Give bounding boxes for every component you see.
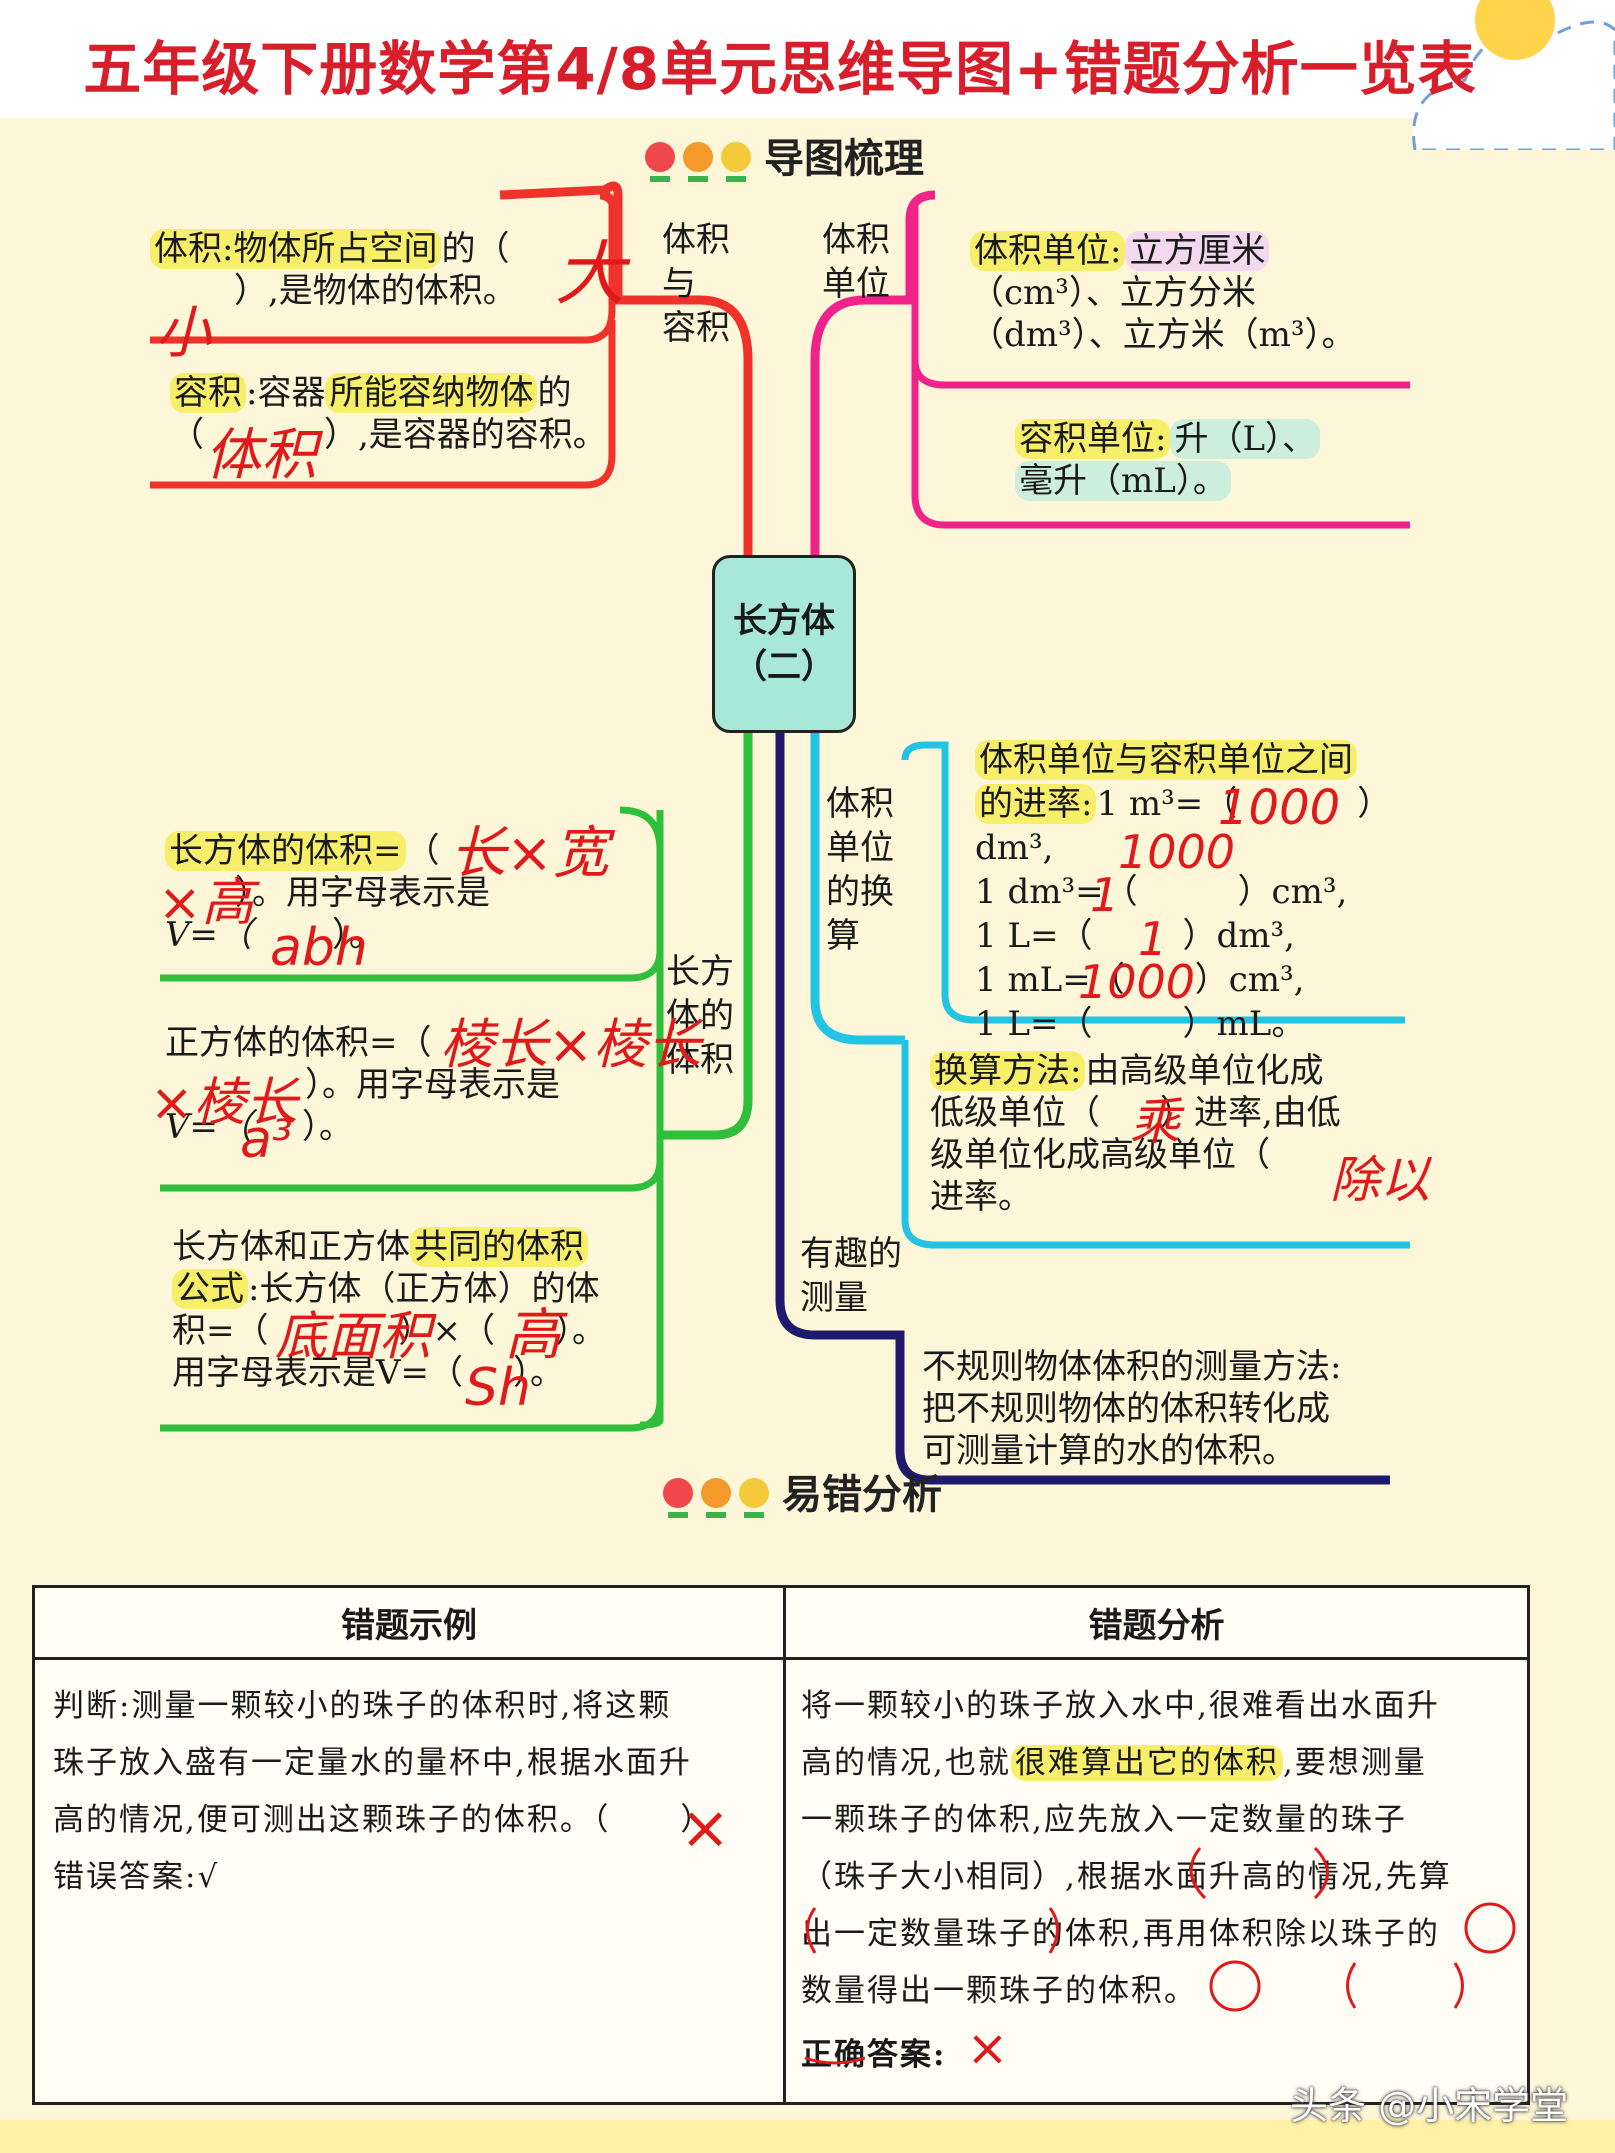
- center-subtitle: （二）: [733, 647, 835, 687]
- branch-label-formulas: 长方 体的 体积: [666, 952, 734, 1080]
- handwritten-answer: 1: [1138, 912, 1168, 966]
- section-heading-mindmap: 导图梳理: [640, 126, 924, 184]
- capacity-definition: 容积:容器所能容纳物体的 （）,是容器的容积。: [170, 373, 607, 455]
- handwritten-mark: ×: [966, 2019, 1011, 2077]
- table-cell-example: 判断:测量一颗较小的珠子的体积时,将这颗 珠子放入盛有一定量水的量杯中,根据水面…: [53, 1688, 714, 1895]
- section-title: 易错分析: [782, 1472, 942, 1518]
- branch-cyan: [810, 727, 905, 1045]
- handwritten-answer: 棱长×棱长: [440, 1013, 702, 1076]
- handwritten-answer: 长×宽: [450, 821, 609, 886]
- table-divider: [783, 1588, 786, 2102]
- unit-conversion-rates: 体积单位与容积单位之间 的进率:1 m³=（）dm³, 1 dm³=（）cm³,…: [975, 740, 1392, 1044]
- section-title: 导图梳理: [764, 136, 924, 182]
- cuboid-volume-formula: 长方体的体积=（ ）。用字母表示是 V=（）。: [165, 831, 490, 955]
- center-title: 长方体: [733, 601, 835, 641]
- volume-units: 体积单位:立方厘米 （cm³）、立方分米 （dm³）、立方米（m³）。: [970, 231, 1356, 355]
- handwritten-answer: 小: [155, 301, 211, 366]
- handwritten-answer: a³: [240, 1110, 293, 1170]
- flowers-icon: [663, 1478, 769, 1518]
- table-header-analysis: 错题分析: [783, 1588, 1530, 1660]
- flowers-icon: [645, 142, 751, 182]
- branch-pink: [810, 190, 936, 555]
- branch-navy: [775, 727, 1390, 1485]
- handwritten-answer: ×棱长: [150, 1073, 298, 1133]
- handwritten-answer: 1000: [1078, 955, 1196, 1009]
- conversion-method: 换算方法:由高级单位化成 低级单位（）进率,由低 级单位化成高级单位（ 进率。: [930, 1051, 1341, 1217]
- measure-method: 不规则物体体积的测量方法: 把不规则物体的体积转化成 可测量计算的水的体积。: [922, 1347, 1342, 1471]
- table-header-example: 错题示例: [35, 1588, 783, 1660]
- cube-volume-formula: 正方体的体积=（ ）。用字母表示是 V=（）。: [165, 1023, 560, 1147]
- page-title: 五年级下册数学第4/8单元思维导图+错题分析一览表: [83, 35, 1477, 103]
- handwritten-answer: 1000: [1118, 825, 1236, 879]
- cloud-decoration-icon: [1412, 0, 1615, 150]
- title-bar: [0, 0, 1615, 118]
- branch-label-measure: 有趣的 测量: [800, 1234, 902, 1318]
- section-heading-errors: 易错分析: [658, 1462, 942, 1520]
- handwritten-answer: 除以: [1330, 1151, 1430, 1209]
- handwritten-answer: ×高: [158, 873, 254, 933]
- handwritten-answer: 体积: [205, 423, 317, 488]
- watermark: 头条 @小宋学堂: [1290, 2084, 1569, 2128]
- handwritten-answer: 1000: [1218, 780, 1341, 836]
- branch-label-volume-capacity: 体积与 容积: [662, 220, 730, 348]
- handwritten-answer: 大: [555, 233, 625, 315]
- branch-label-units: 体积 单位: [822, 220, 890, 304]
- bottom-strip: [0, 2120, 1615, 2153]
- branch-label-conversion: 体积 单位 的换 算: [826, 784, 894, 956]
- handwritten-answer: 底面积: [275, 1307, 432, 1367]
- volume-definition: 体积:物体所占空间的（ ）,是物体的体积。: [150, 228, 600, 312]
- branch-red: [499, 181, 753, 555]
- handwritten-mark: ×: [680, 1793, 731, 1863]
- handwritten-answer: Sh: [465, 1358, 531, 1418]
- handwritten-answer: 1: [1090, 868, 1120, 922]
- table-cell-analysis: 将一颗较小的珠子放入水中,很难看出水面升 高的情况,也就很难算出它的体积,要想测…: [801, 1688, 1452, 2077]
- handwritten-answer: 乘: [1130, 1093, 1180, 1151]
- mindmap-branches: [150, 181, 1410, 1485]
- error-analysis-table: 错题示例 错题分析 判断:测量一颗较小的珠子的体积时,将这颗 珠子放入盛有一定量…: [32, 1585, 1530, 2105]
- center-node: 长方体 （二）: [712, 555, 856, 733]
- capacity-units: 容积单位:升（L）、 毫升（mL）。: [1015, 418, 1415, 502]
- handwritten-answer: 高: [505, 1303, 561, 1368]
- branch-green: [660, 727, 753, 1140]
- handwritten-annotations: [804, 1846, 1516, 2065]
- common-volume-formula: 长方体和正方体共同的体积 公式:长方体（正方体）的体 积=（）×（）。 用字母表…: [172, 1227, 606, 1393]
- handwritten-answer: abh: [270, 918, 368, 978]
